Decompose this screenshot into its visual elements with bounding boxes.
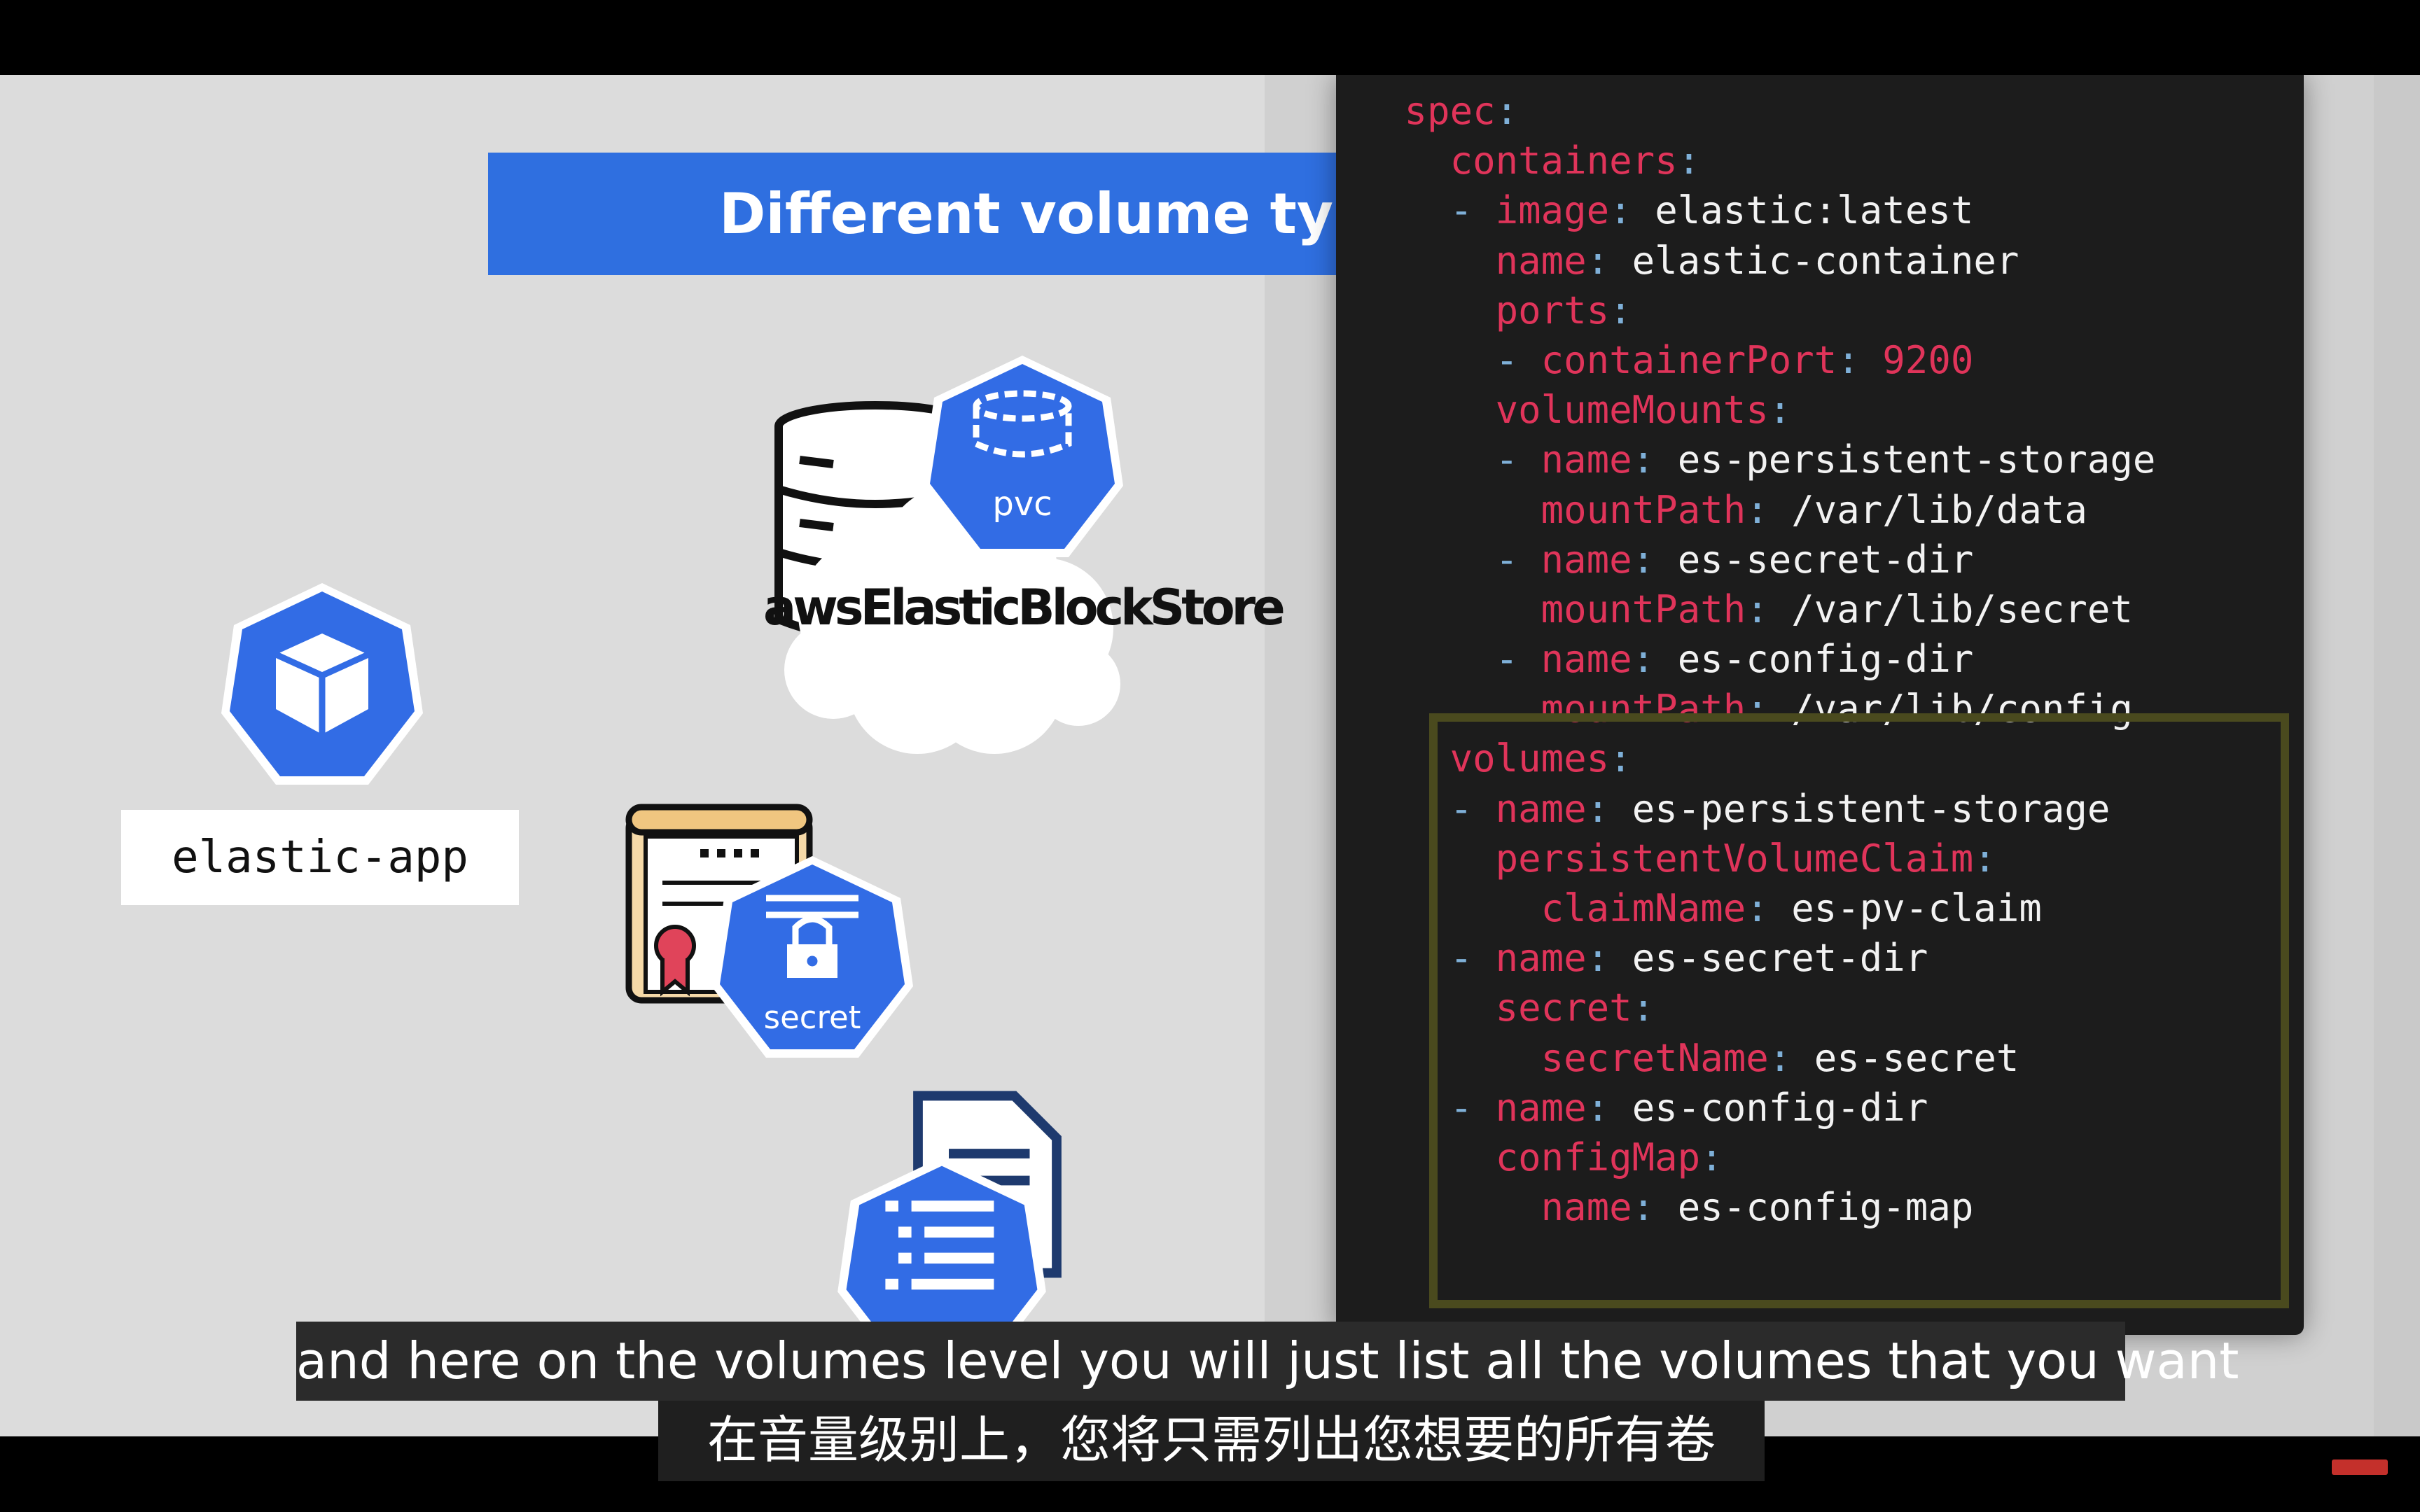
volumes-highlight-box [1429,713,2289,1308]
code-line: secret: [1495,986,1655,1030]
code-line: - name: es-persistent-storage [1449,786,2110,831]
code-line: mountPath: /var/lib/config [1541,687,2133,732]
code-line: - name: es-config-dir [1449,1085,1928,1130]
yaml-editor-panel: spec: containers: - image: elastic:lates… [1336,75,2304,1335]
pvc-hexagon-icon: pvc [922,356,1123,557]
code-line: claimName: es-pv-claim [1541,886,2042,930]
subscribe-badge-icon[interactable] [2332,1460,2388,1475]
k8s-pod-cube-icon [221,583,423,785]
app-label: elastic-app [172,832,468,883]
yaml-code: spec: containers: - image: elastic:lates… [1336,86,2156,1232]
code-line: secretName: es-secret [1541,1035,2019,1080]
subtitle-chinese-text: 在音量级别上，您将只需列出您想要的所有卷 [707,1413,1716,1469]
slide-edge [2374,75,2420,1436]
slide-title: Different volume type [719,181,1412,246]
code-line: containers: [1449,139,1701,183]
code-line: name: es-config-map [1541,1185,1974,1230]
configmap-hexagon-icon: cm [837,1157,1046,1366]
secret-hexagon-icon: secret [711,856,913,1058]
code-line: volumes: [1449,736,1632,781]
video-frame: Different volume type elastic-app p [0,75,2420,1436]
code-line: - name: es-secret-dir [1495,537,1974,582]
code-line: - name: es-config-dir [1495,637,1974,682]
subtitle-english: and here on the volumes level you will j… [296,1322,2239,1401]
code-line: spec: [1404,89,1519,133]
subtitle-english-text: and here on the volumes level you will j… [296,1331,2239,1390]
code-line: mountPath: /var/lib/secret [1541,587,2133,631]
code-line: - image: elastic:latest [1449,188,1974,233]
code-line: - name: es-secret-dir [1449,936,1928,981]
code-line: - name: es-persistent-storage [1495,438,2156,482]
code-line: - containerPort: 9200 [1495,337,1974,382]
subtitle-chinese: 在音量级别上，您将只需列出您想要的所有卷 [658,1401,1765,1481]
code-line: persistentVolumeClaim: [1495,836,1996,881]
ebs-label: awsElasticBlockStore [763,579,1286,636]
code-line: ports: [1495,288,1632,332]
cloud-icon [784,481,1120,754]
video-top-letterbox [0,0,2420,75]
secret-label: secret [764,999,861,1036]
app-label-box: elastic-app [121,810,519,905]
code-line: volumeMounts: [1495,388,1792,433]
code-line: configMap: [1495,1135,1723,1180]
pvc-label: pvc [992,484,1052,524]
code-line: name: elastic-container [1495,238,2019,283]
code-line: mountPath: /var/lib/data [1541,487,2087,532]
slide-title-banner: Different volume type [488,153,1412,275]
